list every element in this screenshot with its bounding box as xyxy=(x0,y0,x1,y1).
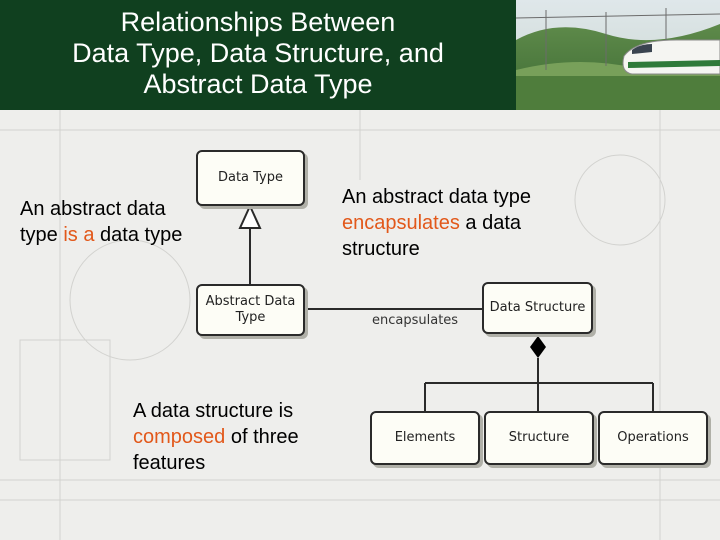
data-type-box: Data Type xyxy=(196,150,305,206)
inheritance-arrowhead xyxy=(240,206,260,228)
structure-box: Structure xyxy=(484,411,594,465)
operations-box: Operations xyxy=(598,411,708,465)
abstract-data-type-box: Abstract Data Type xyxy=(196,284,305,336)
elements-box: Elements xyxy=(370,411,480,465)
composition-diamond xyxy=(530,336,546,358)
encapsulates-label: encapsulates xyxy=(372,313,458,328)
data-structure-box: Data Structure xyxy=(482,282,593,334)
